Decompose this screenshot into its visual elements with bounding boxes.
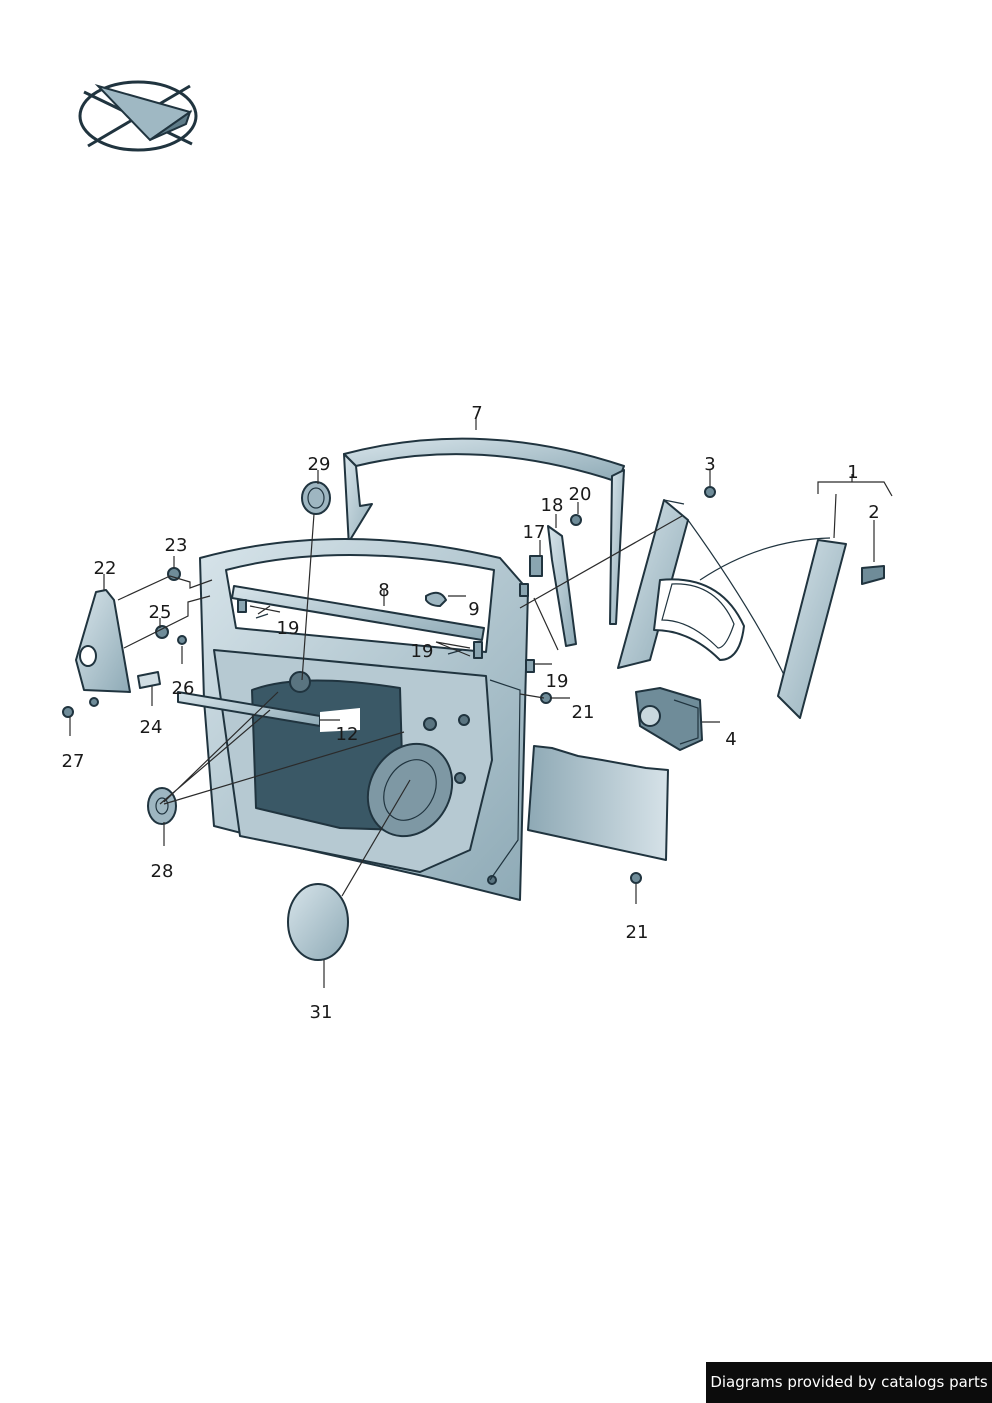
label-2: 2	[868, 502, 879, 523]
label-7: 7	[471, 403, 482, 424]
mirror-light	[79, 645, 97, 667]
window-regulator	[617, 499, 847, 719]
callout-labels: 1 2 3 4 7 8 9 12 17 18 19 19 19 20 21 21…	[62, 403, 880, 1023]
label-19-b: 19	[411, 641, 434, 662]
label-1: 1	[847, 462, 858, 483]
label-12: 12	[336, 724, 359, 745]
label-20: 20	[569, 484, 592, 505]
leader-lines	[69, 418, 893, 988]
label-28: 28	[151, 861, 174, 882]
label-26: 26	[172, 678, 195, 699]
speaker-cover	[287, 883, 349, 961]
window-seal-strip	[231, 585, 485, 659]
mirror-trim	[75, 589, 131, 693]
label-18: 18	[541, 495, 564, 516]
label-19-a: 19	[277, 618, 300, 639]
label-31: 31	[310, 1002, 333, 1023]
label-27: 27	[62, 751, 85, 772]
trim-panel	[527, 745, 669, 861]
label-23: 23	[165, 535, 188, 556]
direction-arrow-icon	[78, 80, 198, 152]
label-4: 4	[725, 729, 736, 750]
window-frame-seal	[343, 437, 625, 625]
label-24: 24	[140, 717, 163, 738]
label-9: 9	[468, 599, 479, 620]
guide-rail	[519, 525, 577, 673]
label-25: 25	[149, 602, 172, 623]
label-3: 3	[704, 454, 715, 475]
clip-9	[425, 591, 447, 607]
label-22: 22	[94, 558, 117, 579]
label-19-c: 19	[546, 671, 569, 692]
credit-banner: Diagrams provided by catalogs parts	[706, 1362, 992, 1403]
fasteners	[62, 486, 885, 884]
label-29: 29	[308, 454, 331, 475]
label-21-a: 21	[572, 702, 595, 723]
window-motor	[635, 687, 703, 751]
label-17: 17	[523, 522, 546, 543]
label-8: 8	[378, 580, 389, 601]
label-21-b: 21	[626, 922, 649, 943]
grommet-ring	[301, 481, 331, 515]
